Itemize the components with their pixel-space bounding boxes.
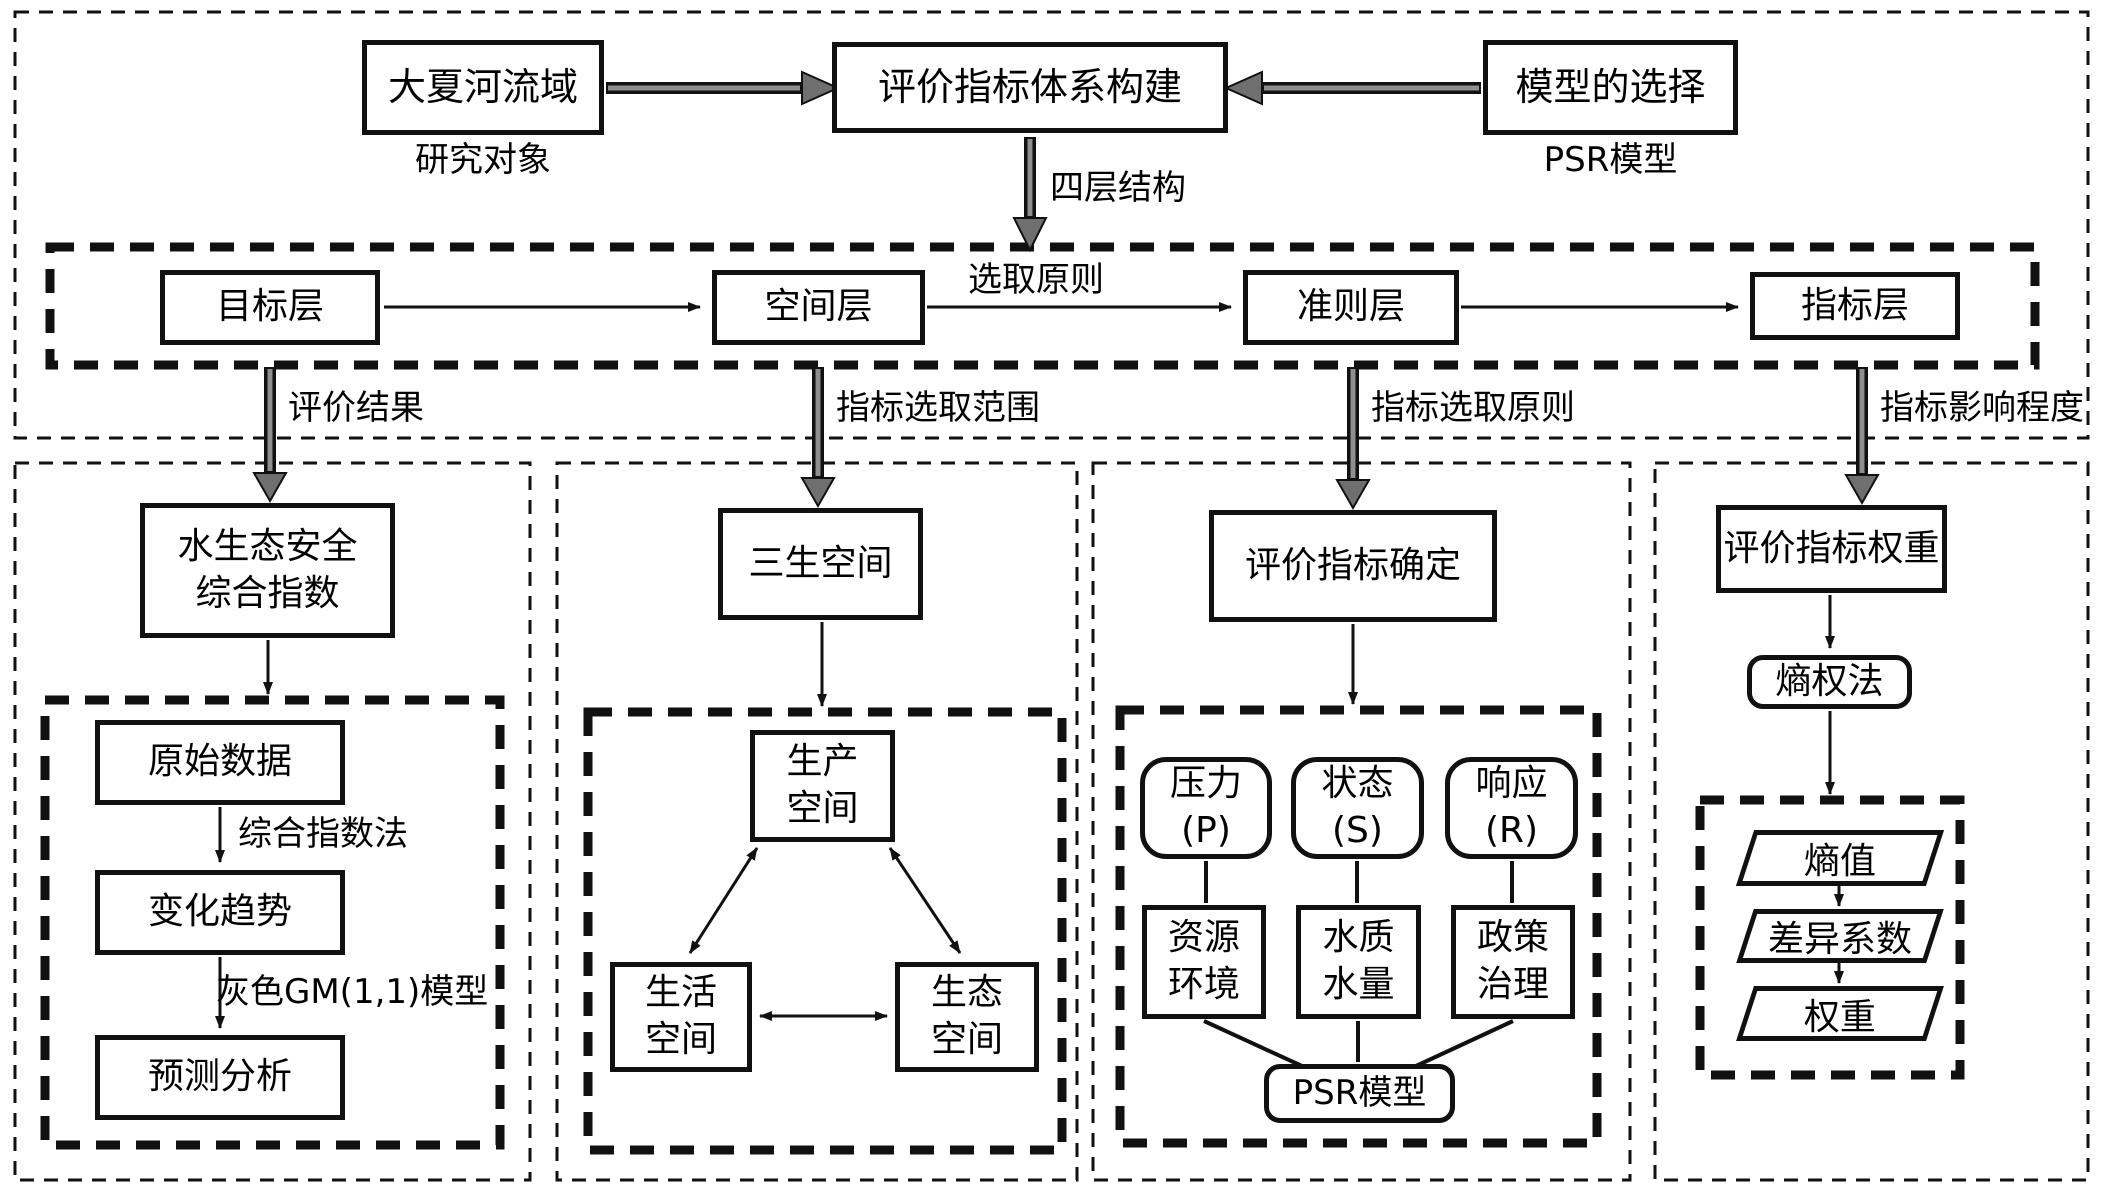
arrow-criterion-to-psr-section [1335, 367, 1371, 511]
weight-inner-dashed-box [1695, 795, 1965, 1080]
arrow-target-to-left-section [252, 367, 288, 504]
eval-indicator-confirm-box: 评价指标确定 [1209, 510, 1497, 622]
response-box: 响应 (R) [1445, 757, 1578, 859]
prediction-analysis-box: 预测分析 [95, 1035, 345, 1120]
arrow-production-living [688, 847, 759, 954]
model-selection-box: 模型的选择 [1483, 40, 1738, 135]
psr-section-dashed-box [1091, 461, 1632, 1182]
line-policy-psrmodel [1415, 1019, 1514, 1068]
change-trend-box: 变化趋势 [95, 870, 345, 955]
production-space-box: 生产 空间 [750, 730, 895, 842]
composite-index-method-label: 综合指数法 [238, 814, 408, 854]
psr-model-label: PSR模型 [1543, 140, 1678, 180]
left-inner-dashed-box [40, 695, 505, 1150]
arrow-index-to-layers [1012, 137, 1048, 253]
target-layer-box: 目标层 [160, 270, 380, 345]
space-inner-dashed-box [583, 707, 1067, 1155]
line-resource-psrmodel [1203, 1019, 1303, 1068]
psr-inner-dashed-box [1115, 705, 1602, 1148]
index-system-box: 评价指标体系构建 [832, 42, 1228, 133]
top-section-dashed-box [13, 10, 2090, 440]
entropy-method-box: 熵权法 [1747, 655, 1912, 709]
original-data-box: 原始数据 [95, 720, 345, 805]
four-layer-label: 四层结构 [1050, 168, 1186, 208]
sansheng-space-box: 三生空间 [718, 508, 923, 620]
grey-model-label: 灰色GM(1,1)模型 [216, 972, 489, 1012]
eval-indicator-weight-box: 评价指标权重 [1716, 505, 1947, 593]
difference-coefficient-text: 差异系数 [1767, 919, 1912, 960]
arrow-model-to-index [1223, 70, 1481, 106]
policy-governance-box: 政策 治理 [1451, 905, 1575, 1019]
entropy-value-text: 熵值 [1803, 841, 1876, 882]
state-box: 状态 (S) [1291, 757, 1424, 859]
criterion-layer-box: 准则层 [1243, 270, 1459, 345]
indicator-influence-label: 指标影响程度 [1880, 388, 2084, 428]
evaluation-result-label: 评价结果 [288, 388, 424, 428]
difference-coefficient-parallelogram: 差异系数 [1736, 909, 1944, 963]
entropy-value-parallelogram: 熵值 [1735, 830, 1945, 886]
psr-model-box: PSR模型 [1264, 1064, 1455, 1123]
space-layer-box: 空间层 [712, 270, 925, 345]
pressure-box: 压力 (P) [1140, 757, 1272, 859]
ecological-space-box: 生态 空间 [895, 962, 1039, 1072]
selection-principle-label: 选取原则 [968, 260, 1104, 300]
layers-row-dashed-box [45, 242, 2040, 370]
weight-section-dashed-box [1653, 461, 2090, 1182]
arrow-study-to-index [606, 70, 841, 106]
study-area-label: 研究对象 [415, 140, 551, 180]
left-section-dashed-box [13, 461, 532, 1182]
arrow-space-to-space-section [800, 367, 836, 509]
arrow-production-ecological [888, 847, 962, 954]
resource-env-box: 资源 环境 [1142, 905, 1266, 1019]
water-eco-index-box: 水生态安全 综合指数 [140, 503, 395, 638]
weight-parallelogram: 权重 [1736, 986, 1944, 1041]
indicator-layer-box: 指标层 [1750, 272, 1960, 340]
living-space-box: 生活 空间 [610, 962, 752, 1072]
arrow-indicator-to-weight-section [1844, 367, 1880, 506]
indicator-scope-label: 指标选取范围 [836, 388, 1040, 428]
water-quality-box: 水质 水量 [1296, 905, 1421, 1019]
space-section-dashed-box [555, 461, 1079, 1182]
indicator-principle-label: 指标选取原则 [1371, 388, 1575, 428]
weight-text: 权重 [1803, 996, 1876, 1038]
study-area-box: 大夏河流域 [362, 40, 604, 135]
